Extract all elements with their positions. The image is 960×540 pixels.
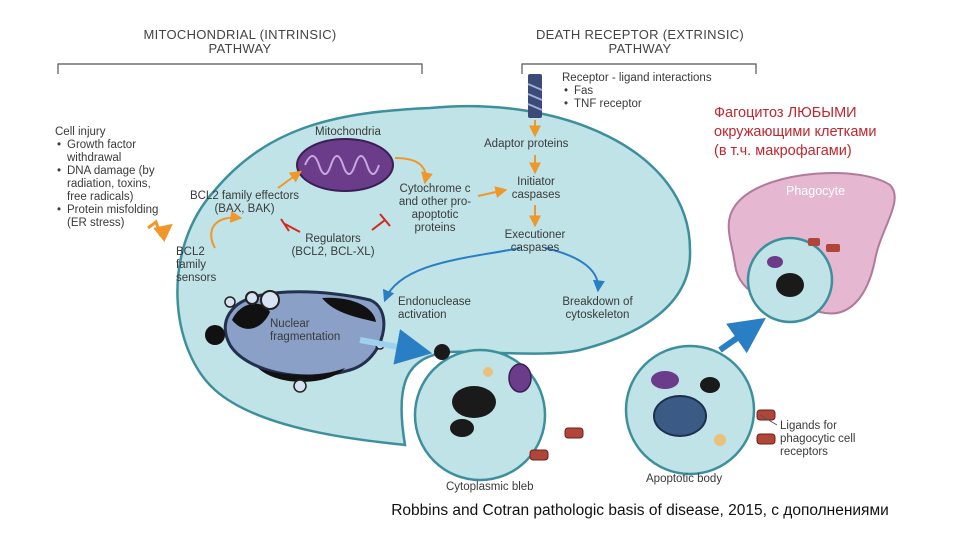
receptor-item-fas: Fas: [562, 85, 752, 98]
initiator-caspases-label: Initiator caspases: [511, 176, 561, 201]
intrinsic-bracket: [57, 63, 423, 74]
extrinsic-header: DEATH RECEPTOR (EXTRINSIC) PATHWAY: [515, 28, 765, 56]
injury-item-growth-factor: Growth factor withdrawal: [55, 139, 165, 165]
arrow-effectors-mito: [277, 170, 302, 189]
cytoplasmic-bleb-label: Cytoplasmic bleb: [446, 481, 534, 493]
arrow-sensors-effectors: [210, 210, 243, 249]
ligands-label: Ligands for phagocytic cell receptors: [780, 420, 856, 458]
intrinsic-header-line1: MITOCHONDRIAL (INTRINSIC): [143, 27, 337, 42]
receptor-item-tnf: TNF receptor: [562, 98, 752, 111]
injury-item-protein-misfolding: Protein misfolding (ER stress): [55, 204, 165, 230]
arrow-bleb: [359, 329, 433, 365]
adaptor-proteins-label: Adaptor proteins: [484, 138, 569, 150]
regulator-block-1: [280, 218, 301, 233]
cell-injury-block: Cell injury Growth factor withdrawal DNA…: [55, 126, 165, 230]
apoptotic-body-label: Apoptotic body: [646, 473, 723, 485]
injury-item-dna-damage: DNA damage (by radiation, toxins, free r…: [55, 165, 165, 204]
nuclear-fragmentation-label: Nuclear fragmentation: [270, 318, 341, 343]
phagocyte-label: Phagocyte: [786, 184, 846, 198]
arrow-to-phagocyte: [718, 317, 766, 354]
arrow-cytc-initiator: [477, 186, 508, 198]
arrow-exec-endonuclease: [382, 247, 521, 303]
bcl2-sensors-label: BCL2 family sensors: [176, 246, 217, 284]
phagocytosis-annotation: Фагоцитоз ЛЮБЫМИ окружающими клетками (в…: [714, 104, 954, 161]
extrinsic-bracket: [521, 63, 757, 74]
cytoplasmic-bleb: [413, 344, 584, 482]
cell-injury-title: Cell injury: [55, 126, 106, 138]
arrow-mito-cytc: [394, 157, 433, 185]
ligand-pointer: [759, 414, 778, 426]
source-caption: Robbins and Cotran pathologic basis of d…: [391, 502, 889, 519]
phagocyte-cell: [727, 172, 896, 324]
intrinsic-header-line2: PATHWAY: [208, 41, 272, 56]
apoptotic-body: [624, 344, 776, 476]
breakdown-cytoskeleton-label: Breakdown of cytoskeleton: [562, 296, 633, 321]
extrinsic-header-line2: PATHWAY: [608, 41, 672, 56]
receptor-icon: [527, 74, 543, 118]
mitochondria-label: Mitochondria: [315, 126, 381, 138]
executioner-caspases-label: Executioner caspases: [504, 229, 566, 254]
receptor-block: Receptor - ligand interactions Fas TNF r…: [562, 72, 752, 111]
mitochondrion-icon: [296, 138, 394, 192]
annotation-line1: Фагоцитоз ЛЮБЫМИ: [714, 105, 857, 121]
annotation-line2: окружающими клетками: [714, 124, 877, 140]
endonuclease-label: Endonuclease activation: [398, 296, 471, 321]
arrow-exec-cytoskeleton: [544, 247, 605, 293]
intrinsic-header: MITOCHONDRIAL (INTRINSIC) PATHWAY: [125, 28, 355, 56]
annotation-line3: (в т.ч. макрофагами): [714, 143, 852, 159]
receptor-title: Receptor - ligand interactions: [562, 72, 712, 84]
regulators-label: Regulators (BCL2, BCL-XL): [291, 233, 375, 258]
regulator-block-2: [371, 213, 391, 231]
fragmented-nucleus: [205, 290, 386, 393]
bcl2-effectors-label: BCL2 family effectors (BAX, BAK): [189, 190, 300, 215]
cytochrome-c-label: Cytochrome c and other pro-apoptotic pro…: [398, 183, 472, 234]
extrinsic-header-line1: DEATH RECEPTOR (EXTRINSIC): [535, 27, 745, 42]
